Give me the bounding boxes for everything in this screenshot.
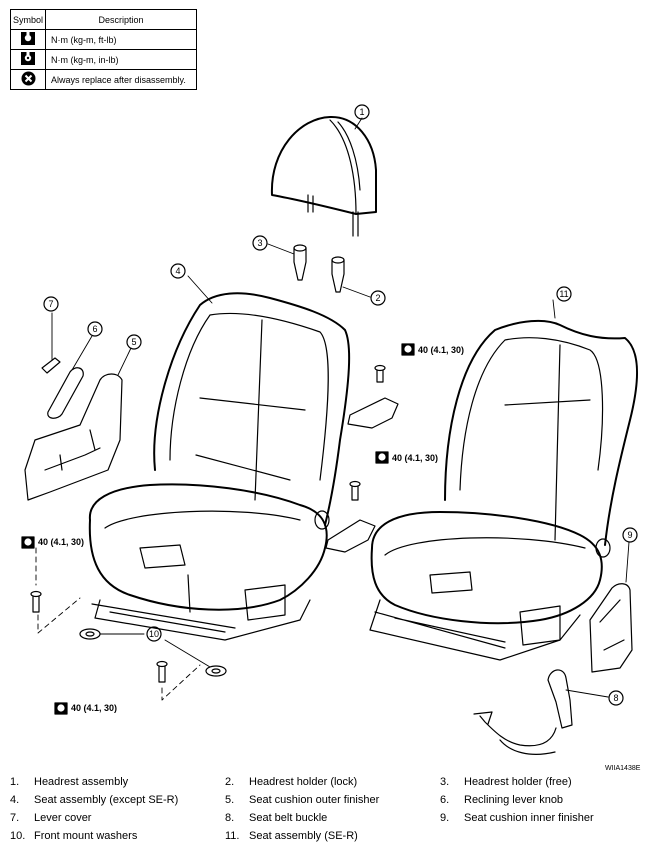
svg-text:9: 9 [627, 530, 632, 540]
legend-description: N·m (kg-m, in-lb) [45, 49, 197, 70]
legend-row: Always replace after disassembly. [10, 69, 197, 90]
lever-cover [41, 357, 61, 374]
callout-2: 2 [370, 290, 386, 306]
torque-nm-kgm-ftlb-icon [21, 32, 35, 45]
svg-text:4: 4 [175, 266, 180, 276]
part-item: 3.Headrest holder (free) [440, 776, 572, 788]
replace-after-disassembly-icon [21, 71, 35, 86]
part-item: 5.Seat cushion outer finisher [225, 794, 380, 806]
callout-6: 6 [87, 321, 103, 337]
seat-cushion-inner-finisher [589, 583, 633, 673]
callout-3: 3 [252, 235, 268, 251]
part-item: 8.Seat belt buckle [225, 812, 328, 824]
legend-description: N·m (kg-m, ft-lb) [45, 29, 197, 50]
torque-label: 40 (4.1, 30) [54, 702, 117, 715]
svg-text:5: 5 [131, 337, 136, 347]
callout-10: 10 [146, 626, 162, 642]
svg-text:40 (4.1, 30): 40 (4.1, 30) [71, 703, 117, 713]
svg-text:10: 10 [149, 629, 159, 639]
legend-header-row: Symbol Description [10, 9, 197, 30]
part-item: 6.Reclining lever knob [440, 794, 564, 806]
svg-text:3: 3 [257, 238, 262, 248]
svg-text:11: 11 [559, 289, 568, 299]
callout-7: 7 [43, 296, 59, 312]
legend-header-description: Description [45, 9, 197, 30]
callout-11: 11 [556, 286, 572, 302]
headrest-holder-lock [331, 256, 345, 293]
part-item: 10.Front mount washers [10, 830, 138, 842]
callout-4: 4 [170, 263, 186, 279]
svg-text:40 (4.1, 30): 40 (4.1, 30) [392, 453, 438, 463]
headrest-assembly [270, 115, 377, 237]
symbol-legend-table: Symbol Description N·m (kg-m, ft-lb) N·m… [10, 9, 197, 90]
legend-header-symbol: Symbol [10, 9, 46, 30]
callout-9: 9 [622, 527, 638, 543]
reclining-lever-knob [47, 367, 84, 419]
part-item: 11.Seat assembly (SE-R) [225, 830, 358, 842]
part-item: 9.Seat cushion inner finisher [440, 812, 594, 824]
torque-label: 40 (4.1, 30) [401, 343, 464, 356]
svg-text:40 (4.1, 30): 40 (4.1, 30) [38, 537, 84, 547]
callout-5: 5 [126, 334, 142, 350]
legend-row: N·m (kg-m, in-lb) [10, 49, 197, 70]
headrest-holder-free [293, 244, 307, 281]
legend-row: N·m (kg-m, ft-lb) [10, 29, 197, 50]
svg-text:2: 2 [375, 293, 380, 303]
torque-label: 40 (4.1, 30) [21, 536, 84, 549]
bolt [156, 660, 168, 683]
svg-text:8: 8 [613, 693, 618, 703]
legend-description: Always replace after disassembly. [45, 69, 197, 90]
parts-list: 1.Headrest assembly 2.Headrest holder (l… [10, 776, 650, 848]
torque-nm-kgm-inlb-icon [21, 52, 35, 65]
seat-bracket [325, 519, 376, 553]
svg-text:1: 1 [359, 107, 364, 117]
bolt [349, 480, 361, 501]
bolt [30, 590, 42, 613]
bolt [374, 364, 386, 383]
svg-text:7: 7 [48, 299, 53, 309]
part-item: 1.Headrest assembly [10, 776, 129, 788]
seat-belt-buckle [473, 669, 573, 755]
seat-cushion-outer-finisher [24, 373, 123, 501]
svg-text:6: 6 [92, 324, 97, 334]
part-item: 7.Lever cover [10, 812, 92, 824]
torque-label: 40 (4.1, 30) [375, 451, 438, 464]
seat-assembly-except-se-r [88, 292, 351, 641]
figure-code: WIIA1438E [605, 765, 641, 772]
svg-text:40 (4.1, 30): 40 (4.1, 30) [418, 345, 464, 355]
seat-assembly-se-r [369, 319, 638, 661]
part-item: 2.Headrest holder (lock) [225, 776, 358, 788]
part-item: 4.Seat assembly (except SE-R) [10, 794, 179, 806]
callout-1: 1 [354, 104, 370, 120]
callout-8: 8 [608, 690, 624, 706]
seat-bracket [347, 397, 399, 429]
